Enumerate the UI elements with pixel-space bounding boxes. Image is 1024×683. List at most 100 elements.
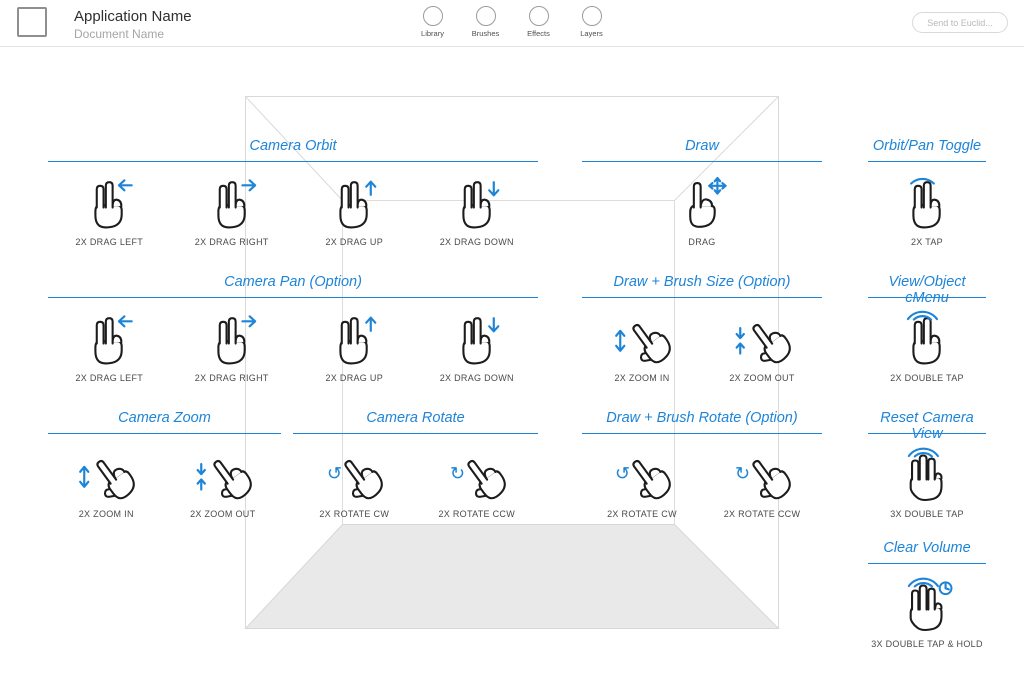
gesture-label: 2X DRAG UP xyxy=(325,237,383,247)
toolbar-item-effects[interactable]: Effects xyxy=(512,6,565,38)
effects-icon xyxy=(528,6,549,26)
header-bar: Application Name Document Name Library Br… xyxy=(0,0,1024,47)
gesture-3x-double-tap-hold: 3X DOUBLE TAP & HOLD xyxy=(868,576,986,649)
gesture-label: 2X ZOOM OUT xyxy=(190,509,256,519)
gesture-2x-drag-right: 2X DRAG RIGHT xyxy=(171,310,294,383)
gesture-label: 2X DRAG RIGHT xyxy=(194,373,269,383)
gesture-label: 3X DOUBLE TAP xyxy=(890,509,964,519)
gesture-2x-drag-down: 2X DRAG DOWN xyxy=(416,174,539,247)
gesture-label: 2X ZOOM IN xyxy=(614,373,670,383)
gesture-2x-rotate-cw: ↺ 2X ROTATE CW xyxy=(293,446,416,519)
section-camera-pan: Camera Pan (Option) 2X DRAG LEFT 2X DRAG R… xyxy=(48,274,538,383)
gesture-row: ↺2X ROTATE CW ↻ 2X ROTATE CCW xyxy=(582,446,822,519)
section-title-camera-zoom: Camera Zoom xyxy=(118,410,211,426)
two-finger-drag-down-icon xyxy=(448,310,506,368)
gesture-label: 2X ROTATE CCW xyxy=(723,509,801,519)
gesture-row: 2X TAP xyxy=(868,174,986,247)
gesture-label: 2X DRAG LEFT xyxy=(75,373,144,383)
gesture-label: 2X DRAG DOWN xyxy=(439,373,514,383)
two-finger-drag-right-icon xyxy=(203,310,261,368)
pinch-zoom-out-icon xyxy=(733,310,791,368)
rotate-cw-icon: ↺ xyxy=(613,446,671,504)
gesture-2x-drag-up: 2X DRAG UP xyxy=(293,310,416,383)
toolbar-item-label: Effects xyxy=(527,29,550,38)
section-underline xyxy=(868,161,986,162)
rotate-ccw-icon: ↻ xyxy=(448,446,506,504)
gesture-label: 2X ZOOM OUT xyxy=(729,373,795,383)
gesture-row: 2X DRAG LEFT 2X DRAG RIGHT 2X DRAG UP 2X DR… xyxy=(48,174,538,247)
gesture-label: 2X TAP xyxy=(911,237,943,247)
section-underline xyxy=(582,161,822,162)
gesture-label: 2X DRAG DOWN xyxy=(439,237,514,247)
toolbar-item-layers[interactable]: Layers xyxy=(565,6,618,38)
section-underline xyxy=(48,161,538,162)
gesture-label: 2X ROTATE CW xyxy=(319,509,390,519)
section-title-view-object-cmenu: View/Object cMenu xyxy=(888,274,966,306)
toolbar-item-brushes[interactable]: Brushes xyxy=(459,6,512,38)
section-underline xyxy=(48,433,281,434)
app-logo-icon[interactable] xyxy=(17,7,47,37)
gesture-row: 2X ZOOM IN 2X ZOOM OUT xyxy=(582,310,822,383)
app-title: Application Name xyxy=(74,8,192,25)
two-finger-drag-up-icon xyxy=(325,174,383,232)
rotate-ccw-icon: ↻ xyxy=(733,446,791,504)
gesture-row: 2X DOUBLE TAP xyxy=(868,310,986,383)
pinch-zoom-in-icon xyxy=(613,310,671,368)
toolbar-item-label: Brushes xyxy=(471,29,500,38)
gesture-2x-zoom-out: 2X ZOOM OUT xyxy=(702,310,822,383)
gesture-drag: DRAG xyxy=(582,174,822,247)
gesture-3x-double-tap: 3X DOUBLE TAP xyxy=(868,446,986,519)
toolbar-item-label: Library xyxy=(421,29,444,38)
gesture-row: 3X DOUBLE TAP & HOLD xyxy=(868,576,986,649)
volume-floor xyxy=(244,524,780,629)
three-finger-double-tap-hold-icon xyxy=(898,576,956,634)
gesture-2x-drag-left: 2X DRAG LEFT xyxy=(48,174,171,247)
gesture-2x-double-tap: 2X DOUBLE TAP xyxy=(868,310,986,383)
section-underline xyxy=(582,297,822,298)
brushes-icon xyxy=(475,6,496,26)
two-finger-drag-left-icon xyxy=(80,174,138,232)
pinch-zoom-in-icon xyxy=(77,446,136,504)
gesture-label: DRAG xyxy=(688,237,716,247)
gesture-label: 2X DRAG LEFT xyxy=(75,237,144,247)
gesture-2x-rotate-ccw: ↻ 2X ROTATE CCW xyxy=(702,446,822,519)
section-draw-brush-rotate: Draw + Brush Rotate (Option)↺2X ROTATE C… xyxy=(582,410,822,519)
two-finger-drag-right-icon xyxy=(203,174,261,232)
gesture-label: 2X DRAG RIGHT xyxy=(194,237,269,247)
gesture-row: ↺2X ROTATE CW↻2X ROTATE CCW xyxy=(293,446,538,519)
three-finger-double-tap-icon xyxy=(898,446,956,504)
toolbar-item-library[interactable]: Library xyxy=(406,6,459,38)
section-underline xyxy=(868,563,986,564)
section-title-camera-pan: Camera Pan (Option) xyxy=(224,274,362,290)
layers-icon xyxy=(581,6,602,26)
send-to-euclid-button[interactable]: Send to Euclid... xyxy=(912,12,1008,33)
gesture-2x-drag-left: 2X DRAG LEFT xyxy=(48,310,171,383)
section-view-object-cmenu: View/Object cMenu 2X DOUBLE TAP xyxy=(868,274,986,383)
section-title-camera-orbit: Camera Orbit xyxy=(249,138,337,154)
svg-text:↻: ↻ xyxy=(450,464,465,485)
section-title-draw: Draw xyxy=(685,138,719,154)
section-title-camera-rotate: Camera Rotate xyxy=(366,410,465,426)
gesture-2x-zoom-out: 2X ZOOM OUT xyxy=(165,446,282,519)
gesture-row: 2X DRAG LEFT 2X DRAG RIGHT 2X DRAG UP 2X DR… xyxy=(48,310,538,383)
gesture-2x-drag-right: 2X DRAG RIGHT xyxy=(171,174,294,247)
gesture-2x-drag-up: 2X DRAG UP xyxy=(293,174,416,247)
one-finger-drag-icon xyxy=(673,174,731,232)
document-name: Document Name xyxy=(74,27,165,41)
section-underline xyxy=(868,433,986,434)
svg-text:↺: ↺ xyxy=(327,464,342,485)
two-finger-drag-up-icon xyxy=(325,310,383,368)
gesture-row: DRAG xyxy=(582,174,822,247)
two-finger-tap-icon xyxy=(898,174,956,232)
pinch-zoom-out-icon xyxy=(194,446,252,504)
gesture-2x-rotate-cw: ↺2X ROTATE CW xyxy=(582,446,702,519)
section-underline xyxy=(868,297,986,298)
